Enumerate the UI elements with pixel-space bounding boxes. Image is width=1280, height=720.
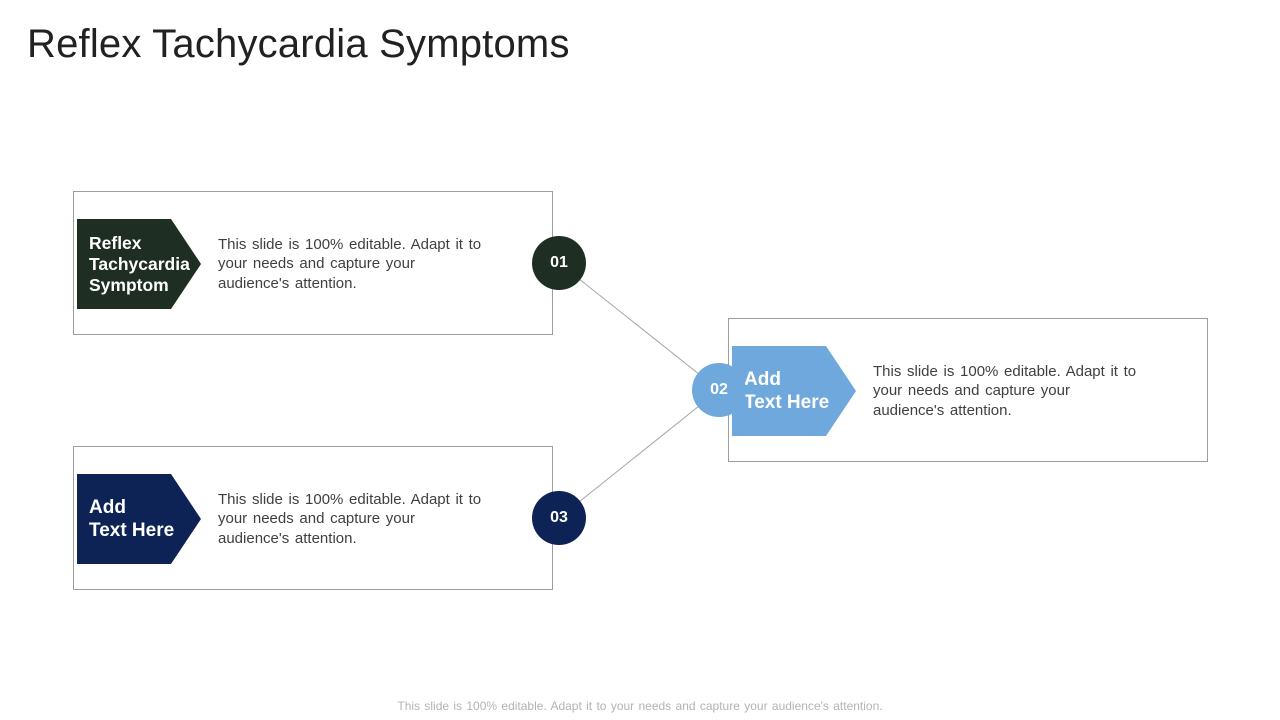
slide-footer-disclaimer: This slide is 100% editable. Adapt it to… <box>397 699 883 713</box>
item-body-wrap-2: This slide is 100% editable. Adapt it to… <box>873 346 1183 436</box>
number-badge-01-label: 01 <box>550 254 568 271</box>
chevron-shape-1: Reflex Tachycardia Symptom <box>77 219 201 309</box>
number-badge-03: 03 <box>532 491 586 545</box>
item-body-wrap-3: This slide is 100% editable. Adapt it to… <box>218 474 528 564</box>
number-badge-02: 02 <box>692 363 746 417</box>
item-body-text-3: This slide is 100% editable. Adapt it to… <box>218 490 482 547</box>
number-badge-03-label: 03 <box>550 509 568 526</box>
number-badge-01: 01 <box>532 236 586 290</box>
slide-title: Reflex Tachycardia Symptoms <box>27 22 570 66</box>
chevron-label-2: Add Text Here <box>744 369 830 413</box>
chevron-shape-2: Add Text Here <box>732 346 856 436</box>
item-body-text-1: This slide is 100% editable. Adapt it to… <box>218 235 482 292</box>
chevron-label-1: Reflex Tachycardia Symptom <box>89 232 190 295</box>
number-badge-02-label: 02 <box>710 381 728 398</box>
item-body-wrap-1: This slide is 100% editable. Adapt it to… <box>218 219 528 309</box>
item-box-2: Add Text Here This slide is 100% editabl… <box>728 318 1208 462</box>
item-body-text-2: This slide is 100% editable. Adapt it to… <box>873 362 1137 419</box>
connector-line-01-02 <box>558 262 720 391</box>
chevron-shape-3: Add Text Here <box>77 474 201 564</box>
item-box-3: Add Text Here This slide is 100% editabl… <box>73 446 553 590</box>
item-box-1: Reflex Tachycardia Symptom This slide is… <box>73 191 553 335</box>
chevron-label-3: Add Text Here <box>89 497 175 541</box>
connector-line-02-03 <box>558 389 720 519</box>
